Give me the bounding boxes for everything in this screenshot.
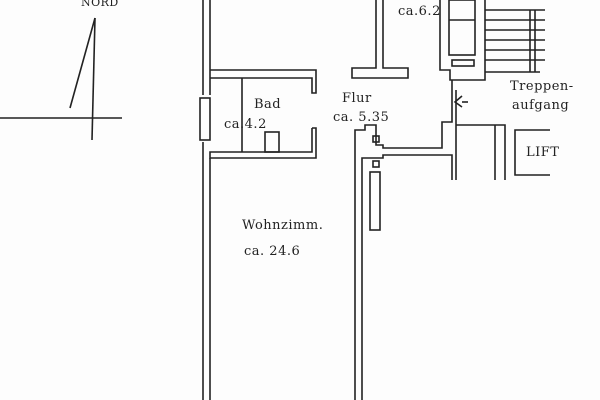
north-arrow bbox=[0, 17, 122, 141]
kitchen-fixtures bbox=[439, 0, 486, 81]
north-label: NORD bbox=[81, 0, 119, 9]
hall-name-label: Flur bbox=[342, 91, 372, 106]
entrance-arrow-icon bbox=[453, 95, 468, 108]
exterior-wall-left bbox=[199, 0, 211, 400]
living-room-name-label: Wohnzimm. bbox=[242, 218, 324, 233]
stairs-label-line1: Treppen- bbox=[510, 79, 574, 94]
living-room-area-label: ca. 24.6 bbox=[244, 244, 301, 259]
wall-top-room bbox=[210, 0, 409, 94]
kitchen-area-label: ca.6.2 bbox=[398, 4, 441, 19]
hall-area-label: ca. 5.35 bbox=[333, 110, 390, 125]
bath-area-label: ca.4.2 bbox=[224, 117, 267, 132]
staircase bbox=[485, 9, 545, 73]
bath-walls bbox=[209, 78, 317, 159]
lift-shaft bbox=[456, 124, 550, 180]
lift-label: LIFT bbox=[526, 145, 560, 160]
stairs-label-line2: aufgang bbox=[512, 98, 570, 113]
bath-name-label: Bad bbox=[254, 97, 282, 112]
hall-walls bbox=[354, 80, 457, 400]
